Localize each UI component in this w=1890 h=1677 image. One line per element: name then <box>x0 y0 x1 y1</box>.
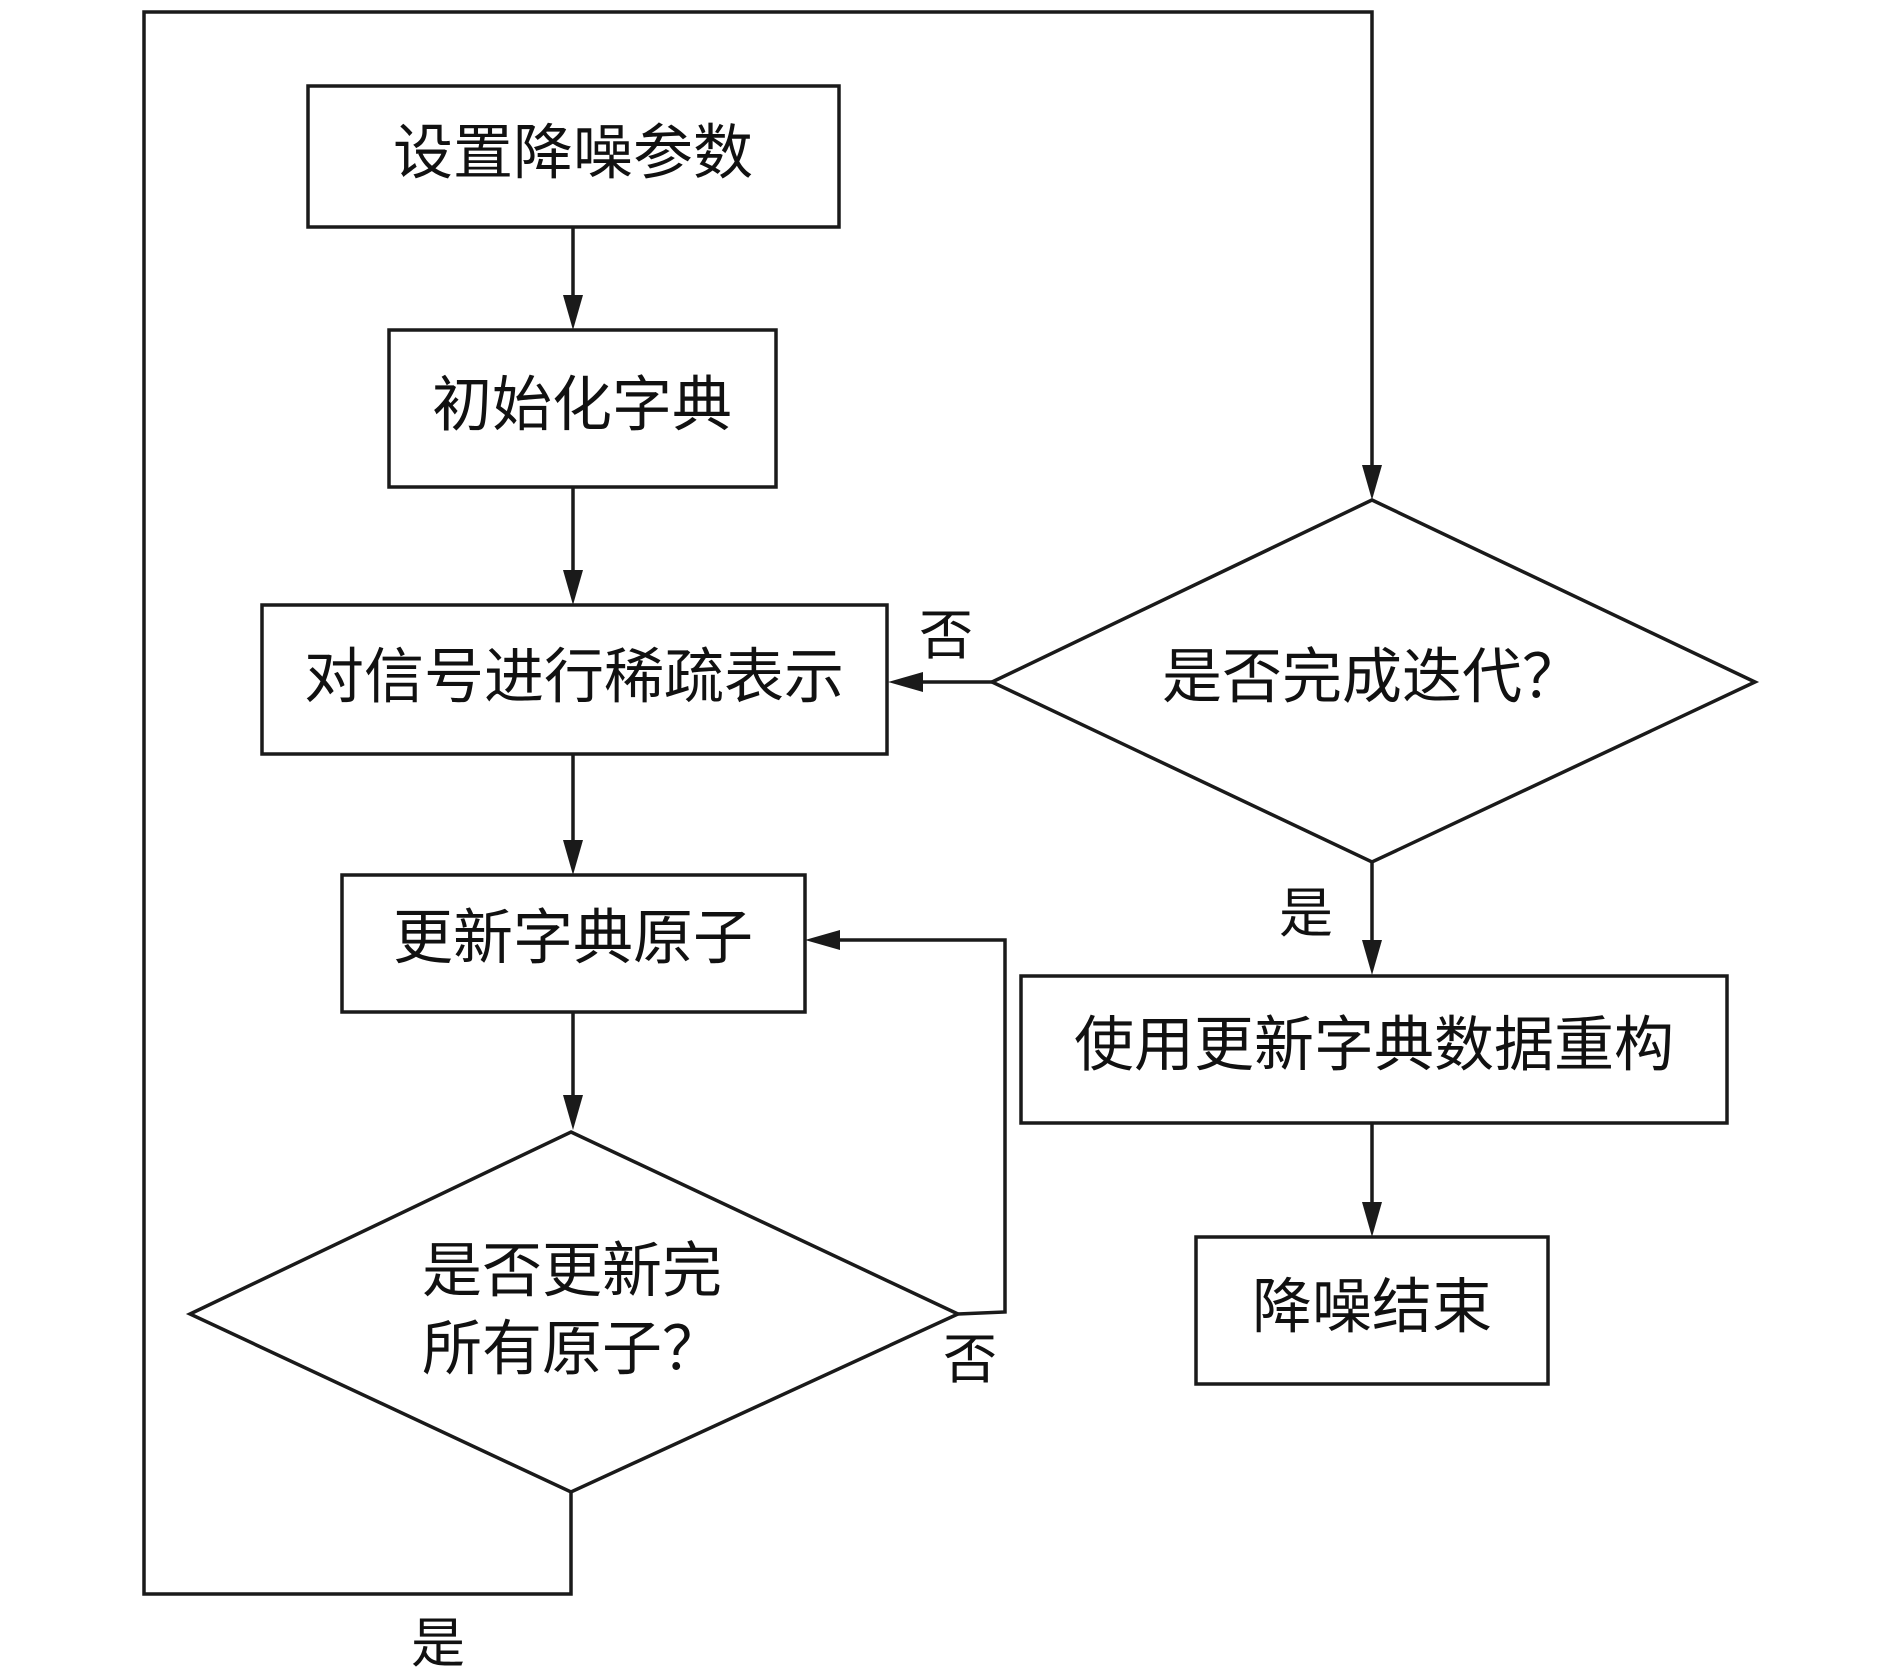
edge-atoms-yes-loop <box>142 10 1374 1596</box>
edge-reconstruct-to-end-arrowhead <box>1362 1202 1382 1237</box>
node-update-atoms-label: 更新字典原子 <box>393 904 753 974</box>
edge-label-atoms-yes: 是 <box>411 1612 465 1675</box>
node-denoise-end-box <box>1194 1235 1550 1386</box>
node-sparse-rep-label: 对信号进行稀疏表示 <box>304 643 844 713</box>
node-init-dict-label: 初始化字典 <box>432 371 732 441</box>
node-all-atoms-updated-label-line-2: 所有原子？ <box>422 1315 722 1385</box>
node-all-atoms-updated: 是否更新完 所有原子？ <box>185 1130 963 1494</box>
node-set-params-box <box>306 84 841 229</box>
node-update-atoms-box <box>340 873 807 1014</box>
edge-set-to-init-arrowhead <box>563 295 583 330</box>
edge-atoms-no-loop <box>835 938 1007 1316</box>
node-reconstruct: 使用更新字典数据重构 <box>1019 974 1729 1125</box>
edge-label-iter-yes: 是 <box>1279 882 1333 945</box>
node-denoise-end-label: 降噪结束 <box>1252 1273 1492 1343</box>
edge-update-to-decision-arrowhead <box>563 1095 583 1130</box>
edge-atoms-no-loop-arrowhead <box>805 930 840 950</box>
node-init-dict: 初始化字典 <box>387 328 778 489</box>
node-iteration-done: 是否完成迭代？ <box>987 498 1760 864</box>
edge-atoms-yes-loop-arrowhead <box>1362 465 1382 500</box>
node-set-params-label: 设置降噪参数 <box>393 119 753 189</box>
edge-iter-no-arrowhead <box>888 672 923 692</box>
node-set-params: 设置降噪参数 <box>306 84 841 229</box>
edge-label-atoms-no: 否 <box>943 1328 997 1391</box>
node-all-atoms-updated-label-line-1: 是否更新完 <box>422 1237 722 1307</box>
edge-init-to-sparse-arrowhead <box>563 570 583 605</box>
node-reconstruct-box <box>1019 974 1729 1125</box>
node-iteration-done-label: 是否完成迭代？ <box>1162 643 1582 713</box>
edge-sparse-to-update-arrowhead <box>563 840 583 875</box>
node-iteration-done-diamond <box>987 498 1760 864</box>
node-init-dict-box <box>387 328 778 489</box>
node-sparse-rep-box <box>260 603 889 756</box>
node-all-atoms-updated-diamond <box>185 1130 963 1494</box>
node-sparse-rep: 对信号进行稀疏表示 <box>260 603 889 756</box>
node-update-atoms: 更新字典原子 <box>340 873 807 1014</box>
edge-iter-yes-arrowhead <box>1362 940 1382 975</box>
edge-label-iter-no: 否 <box>919 604 973 667</box>
node-reconstruct-label: 使用更新字典数据重构 <box>1074 1011 1674 1081</box>
edges <box>142 10 1382 1596</box>
node-denoise-end: 降噪结束 <box>1194 1235 1550 1386</box>
